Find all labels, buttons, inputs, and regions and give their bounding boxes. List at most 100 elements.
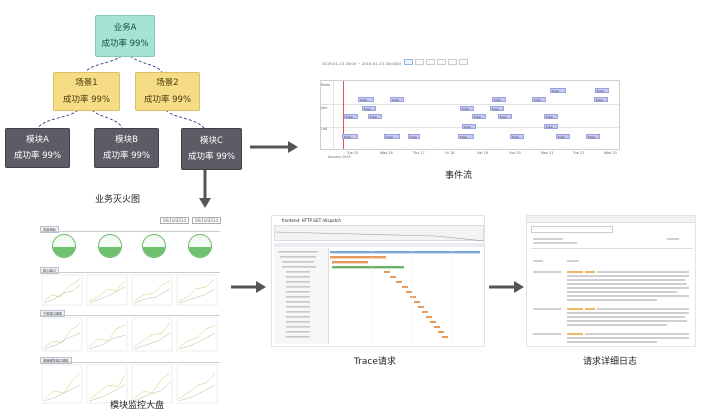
log-panel [526,215,696,347]
event-box[interactable]: type [492,97,506,102]
edge-scene2-moduleC [165,109,205,129]
dashboard-date-to[interactable]: 06/10/2014 [192,217,222,224]
node-scene-2-label: 场景2 [156,78,179,89]
event-box[interactable]: type [544,124,558,129]
gauge [188,234,212,258]
event-btn-4[interactable] [437,59,446,65]
edge-scene1-moduleB [91,109,123,129]
arrow-tree-to-dashboard-head [199,198,211,208]
event-now-marker [343,81,344,149]
edge-root-scene1 [85,55,123,73]
event-box[interactable]: type [550,88,566,93]
event-tick-8: Wed 23 [604,151,617,155]
event-box[interactable]: type [358,97,374,102]
event-box[interactable]: type [458,134,474,139]
node-module-a-rate: 成功率 99% [13,151,62,161]
log-search-box[interactable] [531,226,613,233]
dashboard-section-3: 基础服务接口调用 [40,357,72,364]
event-stream-panel: 2019-01-13 16:00 ~ 2019-01-13 18:00 2d R… [312,55,624,160]
trace-spans [278,248,480,344]
log-toolbar [527,216,695,223]
node-module-b[interactable]: 模块B 成功率 99% [94,128,159,168]
caption-tree: 业务灭火图 [95,195,141,205]
node-scene-1-label: 场景1 [75,78,98,89]
edge-root-scene2 [129,55,163,73]
event-tick-7: Tue 22 [573,151,585,155]
dashboard-section-1: 核心接口 [40,267,59,274]
event-btn-2[interactable] [415,59,424,65]
event-range-text: 2019-01-13 16:00 ~ 2019-01-13 18:00 [322,61,397,66]
event-tick-4: Sat 19 [477,151,488,155]
dashboard-panel: 06/10/2014 06/10/2014 容量指标 核心接口 下游接口调用 基… [36,215,224,410]
node-scene-1-rate: 成功率 99% [62,94,111,105]
event-zoom-label: 2d [396,61,401,66]
node-scene-2-rate: 成功率 99% [143,94,192,105]
node-scene-1[interactable]: 场景1 成功率 99% [53,72,120,111]
event-box[interactable]: type [462,124,476,129]
event-box[interactable]: type [390,97,404,102]
event-box[interactable]: type [408,134,420,139]
event-box[interactable]: type [556,134,570,139]
node-module-c-rate: 成功率 99% [187,152,236,162]
event-box[interactable]: type [362,106,376,111]
caption-dashboard: 模块监控大盘 [110,401,165,411]
edge-scene1-moduleA [37,109,79,129]
dashboard-date-from[interactable]: 06/10/2014 [160,217,190,224]
event-box[interactable]: type [532,97,546,102]
dashboard-section-2: 下游接口调用 [40,310,66,317]
spark-row-2 [41,317,218,352]
dashboard-sparklines [41,274,218,404]
event-box[interactable]: type [594,97,608,102]
node-root-rate: 成功率 99% [101,39,149,49]
event-grid [320,80,620,150]
event-box[interactable]: type [344,114,358,119]
event-box[interactable]: type [460,106,474,111]
node-module-b-label: 模块B [115,134,138,145]
event-btn-5[interactable] [448,59,457,65]
node-module-c-label: 模块C [200,135,223,146]
node-scene-2[interactable]: 场景2 成功率 99% [135,72,200,111]
event-box[interactable]: type [384,134,400,139]
event-box[interactable]: type [368,114,382,119]
log-filter-bar [531,234,693,249]
event-box[interactable]: type [490,106,504,111]
spark-row-1 [41,274,218,306]
event-tick-0: Tue 15 [347,151,359,155]
node-module-c[interactable]: 模块C 成功率 99% [181,128,242,170]
gauge [52,234,76,258]
event-tick-6: Mon 21 [541,151,554,155]
caption-events: 事件流 [445,171,473,181]
spark-row-3 [41,364,218,404]
event-btn-1[interactable] [404,59,413,65]
arrow-tree-to-events-head [288,141,298,153]
node-root[interactable]: 业务A 成功率 99% [95,15,155,57]
trace-panel: frontend: HTTP GET /dispatch [271,215,485,347]
event-box[interactable]: type [544,114,558,119]
trace-minimap [274,225,484,242]
event-btn-6[interactable] [459,59,468,65]
caption-trace: Trace请求 [354,357,396,367]
gauge [142,234,166,258]
event-box[interactable]: type [472,114,486,119]
event-row-2: Ldd [321,127,328,131]
trace-title: frontend: HTTP GET /dispatch [282,218,341,223]
event-box[interactable]: type [342,134,358,139]
event-axis-year: January 2019 [328,155,351,159]
node-module-a-label: 模块A [26,134,49,145]
event-row-1: Jdm [321,106,328,110]
event-btn-3[interactable] [426,59,435,65]
caption-log: 请求详细日志 [583,357,638,367]
event-box[interactable]: type [595,88,609,93]
event-box[interactable]: type [586,134,600,139]
dashboard-section-0: 容量指标 [40,226,59,233]
event-tick-5: Sun 20 [509,151,521,155]
event-box[interactable]: type [498,114,512,119]
event-row-0: Redis [321,83,331,87]
event-tick-2: Thu 17 [413,151,425,155]
trace-header-bar [274,243,484,247]
node-module-a[interactable]: 模块A 成功率 99% [5,128,70,168]
node-root-label: 业务A [113,22,137,33]
event-box[interactable]: type [510,134,524,139]
node-module-b-rate: 成功率 99% [102,151,151,161]
